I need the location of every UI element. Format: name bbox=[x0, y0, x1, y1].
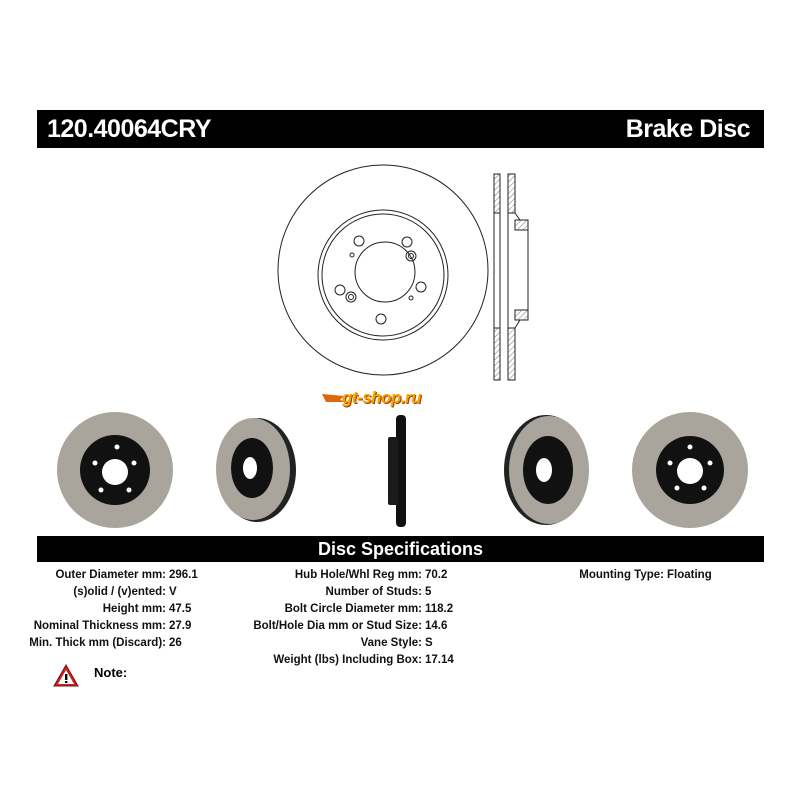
flame-icon bbox=[322, 394, 350, 402]
spec-value: 5 bbox=[425, 586, 432, 598]
watermark-text: gt-shop.ru bbox=[342, 388, 422, 407]
spec-label: Bolt Circle Diameter mm: bbox=[284, 603, 422, 615]
spec-value: 47.5 bbox=[169, 603, 192, 615]
specs-title: Disc Specifications bbox=[37, 536, 764, 562]
side-profile-drawing bbox=[493, 173, 529, 381]
product-type: Brake Disc bbox=[625, 115, 751, 143]
spec-value: 27.9 bbox=[169, 620, 192, 632]
note-label: Note: bbox=[94, 665, 128, 680]
disc-photo-front bbox=[57, 412, 173, 528]
spec-value: 296.1 bbox=[169, 569, 198, 581]
disc-photo-edge bbox=[388, 415, 406, 527]
spec-value: 14.6 bbox=[425, 620, 448, 632]
spec-label: Weight (lbs) Including Box: bbox=[273, 654, 422, 666]
warning-icon bbox=[53, 664, 79, 687]
disc-photo-angle-right bbox=[504, 415, 589, 525]
spec-label: Height mm: bbox=[102, 603, 166, 615]
spec-label: Vane Style: bbox=[360, 637, 422, 649]
spec-value: 118.2 bbox=[425, 603, 454, 615]
spec-value: V bbox=[169, 586, 177, 598]
spec-label: Mounting Type: bbox=[579, 569, 664, 581]
front-view-drawing bbox=[277, 164, 489, 376]
disc-photo-rear bbox=[632, 412, 748, 528]
spec-value: 70.2 bbox=[425, 569, 448, 581]
watermark-logo: gt-shop.ru bbox=[322, 388, 477, 410]
spec-label: Hub Hole/Whl Reg mm: bbox=[294, 569, 422, 581]
spec-label: Min. Thick mm (Discard): bbox=[29, 637, 166, 649]
spec-label: Nominal Thickness mm: bbox=[33, 620, 166, 632]
disc-photo-angle-left bbox=[216, 418, 296, 522]
spec-value: 26 bbox=[169, 637, 182, 649]
spec-value: S bbox=[425, 637, 433, 649]
header-bar: 120.40064CRY Brake Disc bbox=[37, 110, 764, 148]
spec-label: Outer Diameter mm: bbox=[55, 569, 166, 581]
spec-label: (s)olid / (v)ented: bbox=[73, 586, 166, 598]
spec-label: Bolt/Hole Dia mm or Stud Size: bbox=[253, 620, 422, 632]
spec-value: Floating bbox=[667, 569, 712, 581]
spec-label: Number of Studs: bbox=[325, 586, 422, 598]
part-number: 120.40064CRY bbox=[47, 115, 212, 143]
spec-value: 17.14 bbox=[425, 654, 454, 666]
